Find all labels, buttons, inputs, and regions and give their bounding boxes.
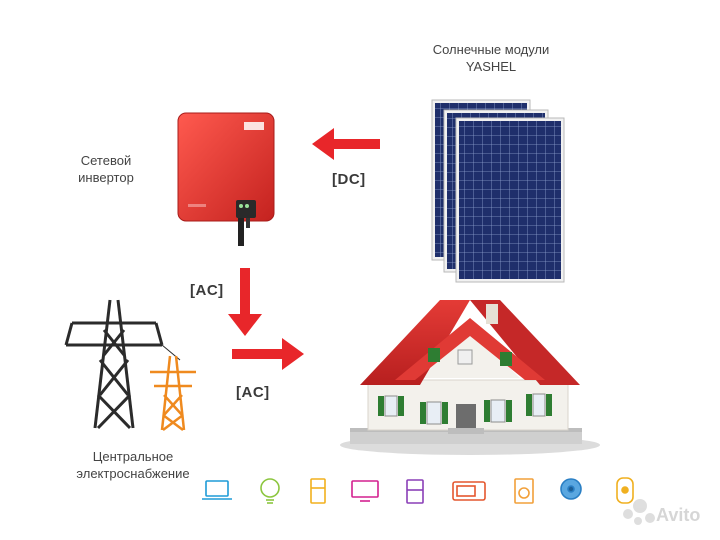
dc-tag: [DC] [332, 171, 366, 188]
ac-tag-top: [AC] [190, 282, 224, 299]
microwave-icon [452, 481, 486, 501]
inverter-label-line2: инвертор [78, 170, 134, 185]
power-tower-orange [150, 355, 196, 431]
appliance-icons-row [202, 477, 634, 504]
arrow-dc-to-inverter [312, 128, 380, 160]
power-tower-dark [64, 299, 181, 430]
wardrobe-fridge-icon [406, 479, 424, 504]
monitor-icon [351, 480, 379, 502]
solar-panels-label: Солнечные модули YASHEL [416, 41, 566, 75]
inverter-label: Сетевой инвертор [58, 152, 154, 186]
fan-icon [560, 478, 582, 500]
grid-label-line1: Центральное [92, 449, 174, 464]
arrow-inverter-down [228, 268, 262, 336]
avito-logo-icon [623, 499, 655, 525]
laptop-icon [202, 480, 232, 500]
inverter-label-line1: Сетевой [80, 153, 132, 168]
grid-label: Центральное электроснабжение [68, 448, 198, 482]
avito-watermark: Avito [656, 505, 701, 525]
fridge-icon [310, 478, 326, 504]
arrow-grid-to-house [232, 338, 304, 370]
ac-tag-bottom: [AC] [236, 384, 270, 401]
solar-label-line1: Солнечные модули [432, 42, 550, 57]
solar-panels-image [431, 99, 565, 283]
lightbulb-icon [260, 478, 280, 504]
grid-label-line2: электроснабжение [76, 466, 190, 481]
inverter-image [177, 112, 275, 246]
solar-label-line2: YASHEL [465, 59, 517, 74]
washing-machine-icon [514, 478, 534, 504]
water-heater-icon [616, 477, 634, 504]
house-image [340, 300, 600, 455]
